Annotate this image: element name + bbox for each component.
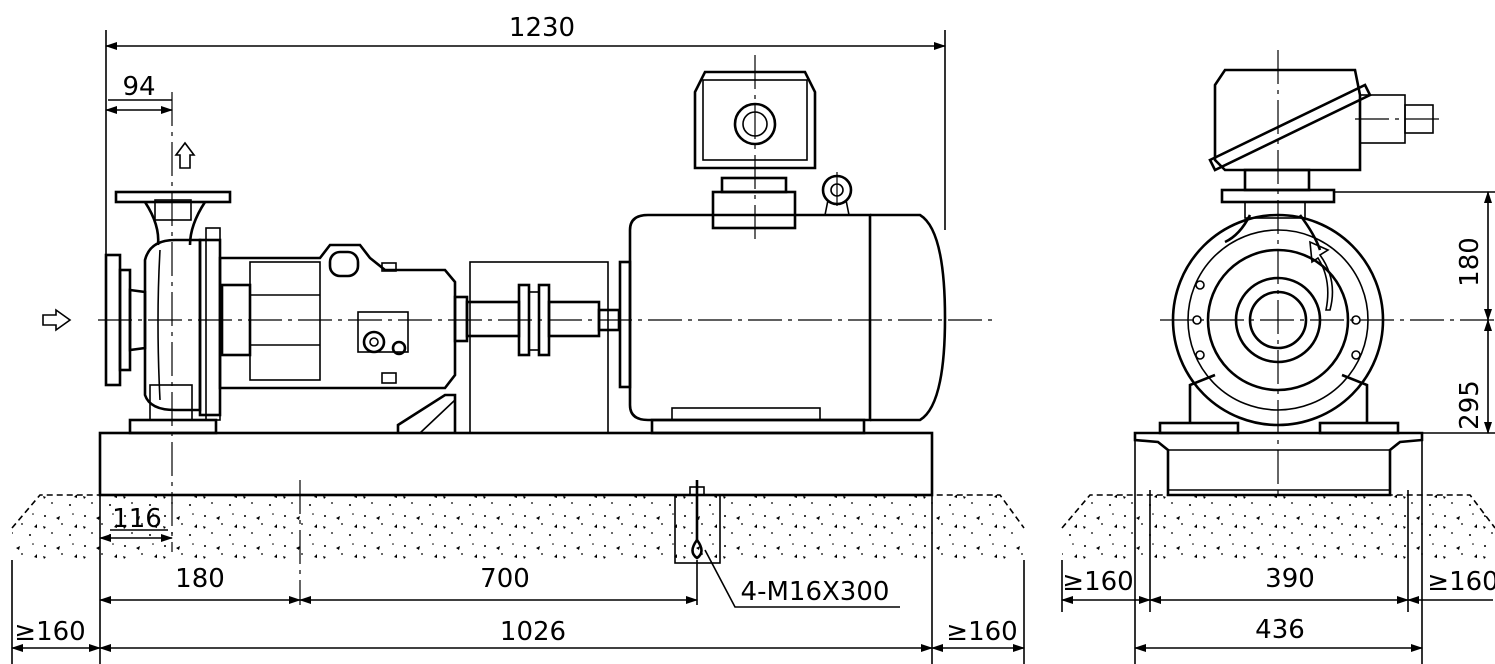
rotation-arrow-icon bbox=[1309, 240, 1334, 311]
side-dim-anchor-spacing: 390 bbox=[1265, 564, 1315, 594]
dim-anchor-offset: 116 bbox=[112, 504, 162, 534]
concrete-foundation bbox=[11, 494, 1025, 560]
dim-shaft-height: 295 bbox=[1455, 380, 1485, 430]
bearing-bracket bbox=[218, 243, 457, 434]
side-concrete-foundation bbox=[1061, 494, 1495, 560]
anchor-bolt-spec: 4-M16X300 bbox=[741, 577, 890, 607]
dim-anchor-spacing: 700 bbox=[480, 564, 530, 594]
base-frame bbox=[98, 431, 934, 497]
side-terminal-box bbox=[1208, 68, 1434, 192]
side-view: 180 295 ≥160 390 ≥160 436 bbox=[1061, 50, 1495, 664]
inlet-flow-arrow-icon bbox=[42, 308, 72, 332]
side-dim-clearance-right: ≥160 bbox=[1427, 567, 1495, 597]
dim-outlet-offset: 94 bbox=[122, 72, 155, 102]
motor bbox=[618, 70, 947, 435]
dim-overall-length: 1230 bbox=[509, 13, 575, 43]
dim-outlet-height: 180 bbox=[1455, 237, 1485, 287]
side-dim-base-width: 436 bbox=[1255, 615, 1305, 645]
dim-clearance-right: ≥160 bbox=[946, 617, 1017, 647]
side-base-frame bbox=[1133, 431, 1424, 497]
shaft-coupling bbox=[453, 261, 621, 434]
dim-base-to-anchor: 180 bbox=[175, 564, 225, 594]
front-view: 1230 94 116 180 700 4-M16X300 1026 ≥160 … bbox=[11, 13, 1025, 664]
dim-clearance-left: ≥160 bbox=[14, 617, 85, 647]
dim-base-length: 1026 bbox=[500, 617, 566, 647]
outlet-flow-arrow-icon bbox=[174, 141, 196, 169]
side-dim-clearance-left: ≥160 bbox=[1062, 567, 1133, 597]
